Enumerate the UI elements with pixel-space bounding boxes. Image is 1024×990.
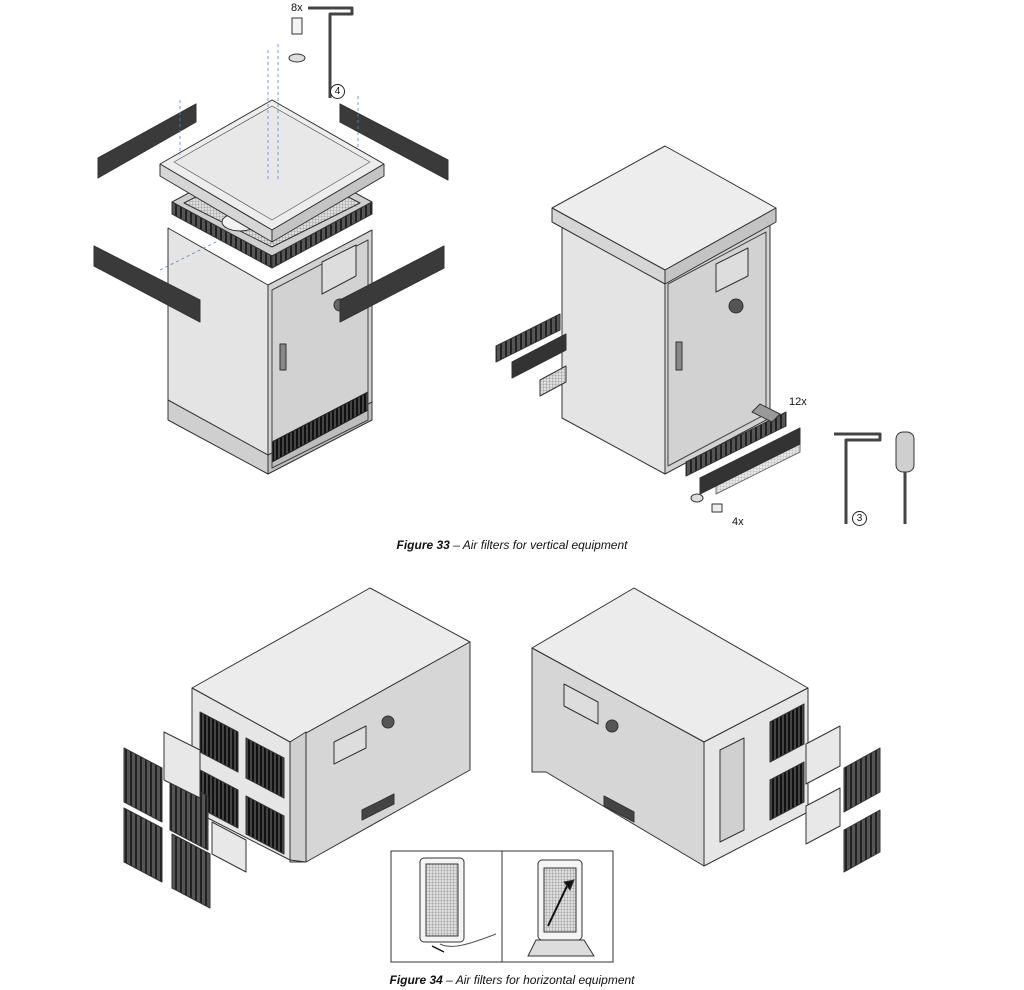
figure-34-caption: Figure 34 – Air filters for horizontal e… bbox=[0, 973, 1024, 987]
figure-34-text: Air filters for horizontal equipment bbox=[455, 973, 635, 987]
vertical-cabinet-exploded bbox=[93, 6, 449, 475]
callout-screws-side: 12x bbox=[789, 396, 807, 408]
figure-34-separator: – bbox=[442, 973, 456, 987]
figure-33-caption: Figure 33 – Air filters for vertical equ… bbox=[0, 538, 1024, 552]
figure-33-label: Figure 33 bbox=[396, 538, 450, 552]
filter-detail-inset bbox=[390, 850, 614, 963]
figure-34-label: Figure 34 bbox=[389, 973, 443, 987]
step-number-3: 3 bbox=[852, 511, 867, 526]
figure-33-text: Air filters for vertical equipment bbox=[462, 538, 628, 552]
callout-screws-bottom: 4x bbox=[732, 516, 744, 528]
horizontal-unit-left bbox=[123, 587, 471, 909]
vertical-cabinet-assembled bbox=[495, 145, 915, 524]
callout-screws-top: 8x bbox=[291, 2, 303, 14]
step-number-4: 4 bbox=[330, 84, 345, 99]
figure-33-separator: – bbox=[449, 538, 463, 552]
horizontal-unit-right bbox=[531, 587, 881, 873]
